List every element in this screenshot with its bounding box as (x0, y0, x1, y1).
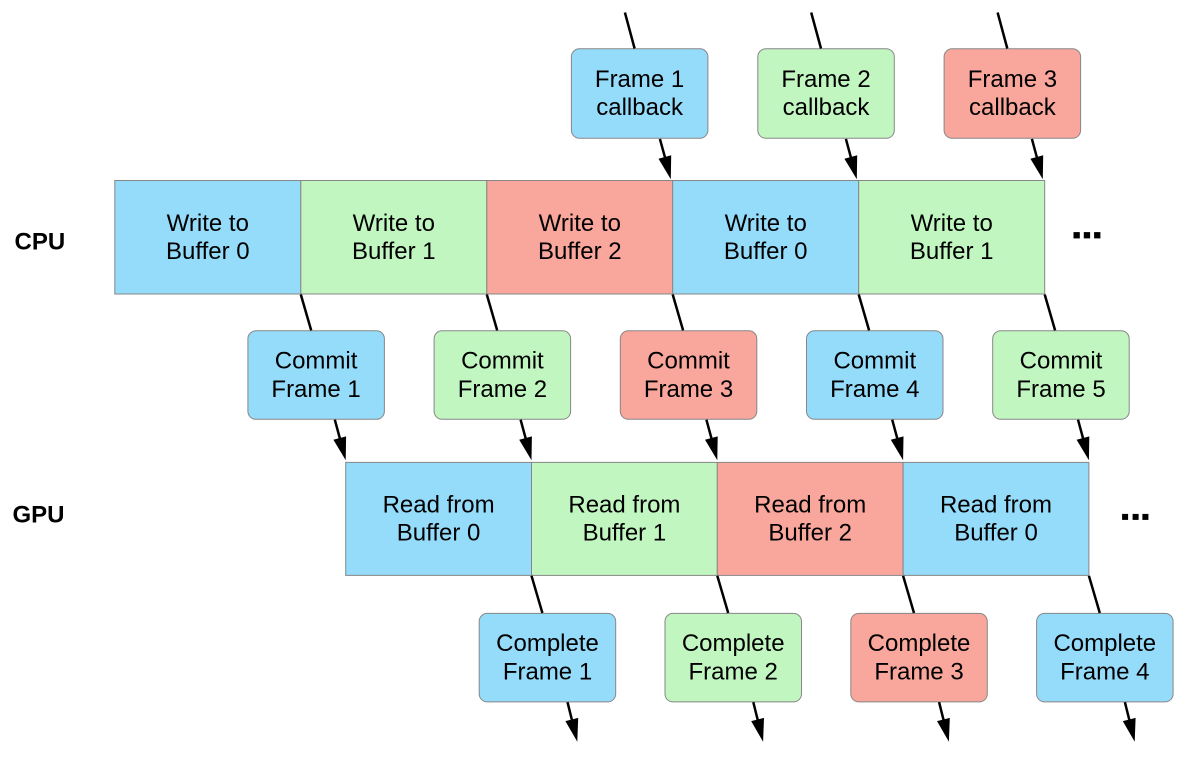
svg-text:Buffer 1: Buffer 1 (910, 238, 994, 265)
svg-text:Buffer 2: Buffer 2 (538, 238, 622, 265)
svg-text:Frame 3: Frame 3 (644, 376, 733, 403)
svg-text:Complete: Complete (1053, 630, 1156, 657)
svg-text:Buffer 0: Buffer 0 (724, 238, 808, 265)
svg-text:Read from: Read from (383, 491, 495, 518)
svg-text:callback: callback (783, 94, 871, 121)
svg-text:Write to: Write to (539, 210, 621, 237)
svg-text:Frame 3: Frame 3 (874, 658, 963, 685)
svg-text:Complete: Complete (868, 630, 971, 657)
svg-text:Complete: Complete (496, 630, 599, 657)
svg-text:Frame 3: Frame 3 (968, 66, 1057, 93)
svg-text:Buffer 1: Buffer 1 (352, 238, 436, 265)
svg-text:Write to: Write to (911, 210, 993, 237)
svg-text:Frame 1: Frame 1 (503, 658, 592, 685)
svg-text:Frame 2: Frame 2 (781, 66, 870, 93)
svg-text:Buffer 2: Buffer 2 (768, 520, 852, 547)
svg-text:Complete: Complete (682, 630, 785, 657)
svg-text:Frame 4: Frame 4 (830, 376, 919, 403)
svg-text:Frame 1: Frame 1 (595, 66, 684, 93)
svg-text:CPU: CPU (15, 229, 66, 256)
svg-text:Buffer 1: Buffer 1 (583, 520, 667, 547)
svg-text:Write to: Write to (353, 210, 435, 237)
svg-text:Buffer 0: Buffer 0 (166, 238, 250, 265)
svg-text:Frame 4: Frame 4 (1060, 658, 1149, 685)
svg-text:GPU: GPU (13, 502, 65, 529)
svg-text:callback: callback (969, 94, 1057, 121)
svg-text:Commit: Commit (833, 348, 916, 375)
svg-text:Buffer 0: Buffer 0 (397, 520, 481, 547)
svg-text:Frame 5: Frame 5 (1016, 376, 1105, 403)
svg-text:Commit: Commit (275, 348, 358, 375)
svg-text:Frame 1: Frame 1 (271, 376, 360, 403)
svg-text:Buffer 0: Buffer 0 (954, 520, 1038, 547)
svg-text:Frame 2: Frame 2 (689, 658, 778, 685)
svg-text:Write to: Write to (167, 210, 249, 237)
svg-text:Read from: Read from (754, 491, 866, 518)
svg-text:callback: callback (596, 94, 684, 121)
svg-text:Commit: Commit (647, 348, 730, 375)
svg-text:Read from: Read from (568, 491, 680, 518)
svg-text:Write to: Write to (725, 210, 807, 237)
svg-text:Read from: Read from (940, 491, 1052, 518)
svg-text:Commit: Commit (1020, 348, 1103, 375)
svg-text:Frame 2: Frame 2 (458, 376, 547, 403)
svg-text:Commit: Commit (461, 348, 544, 375)
